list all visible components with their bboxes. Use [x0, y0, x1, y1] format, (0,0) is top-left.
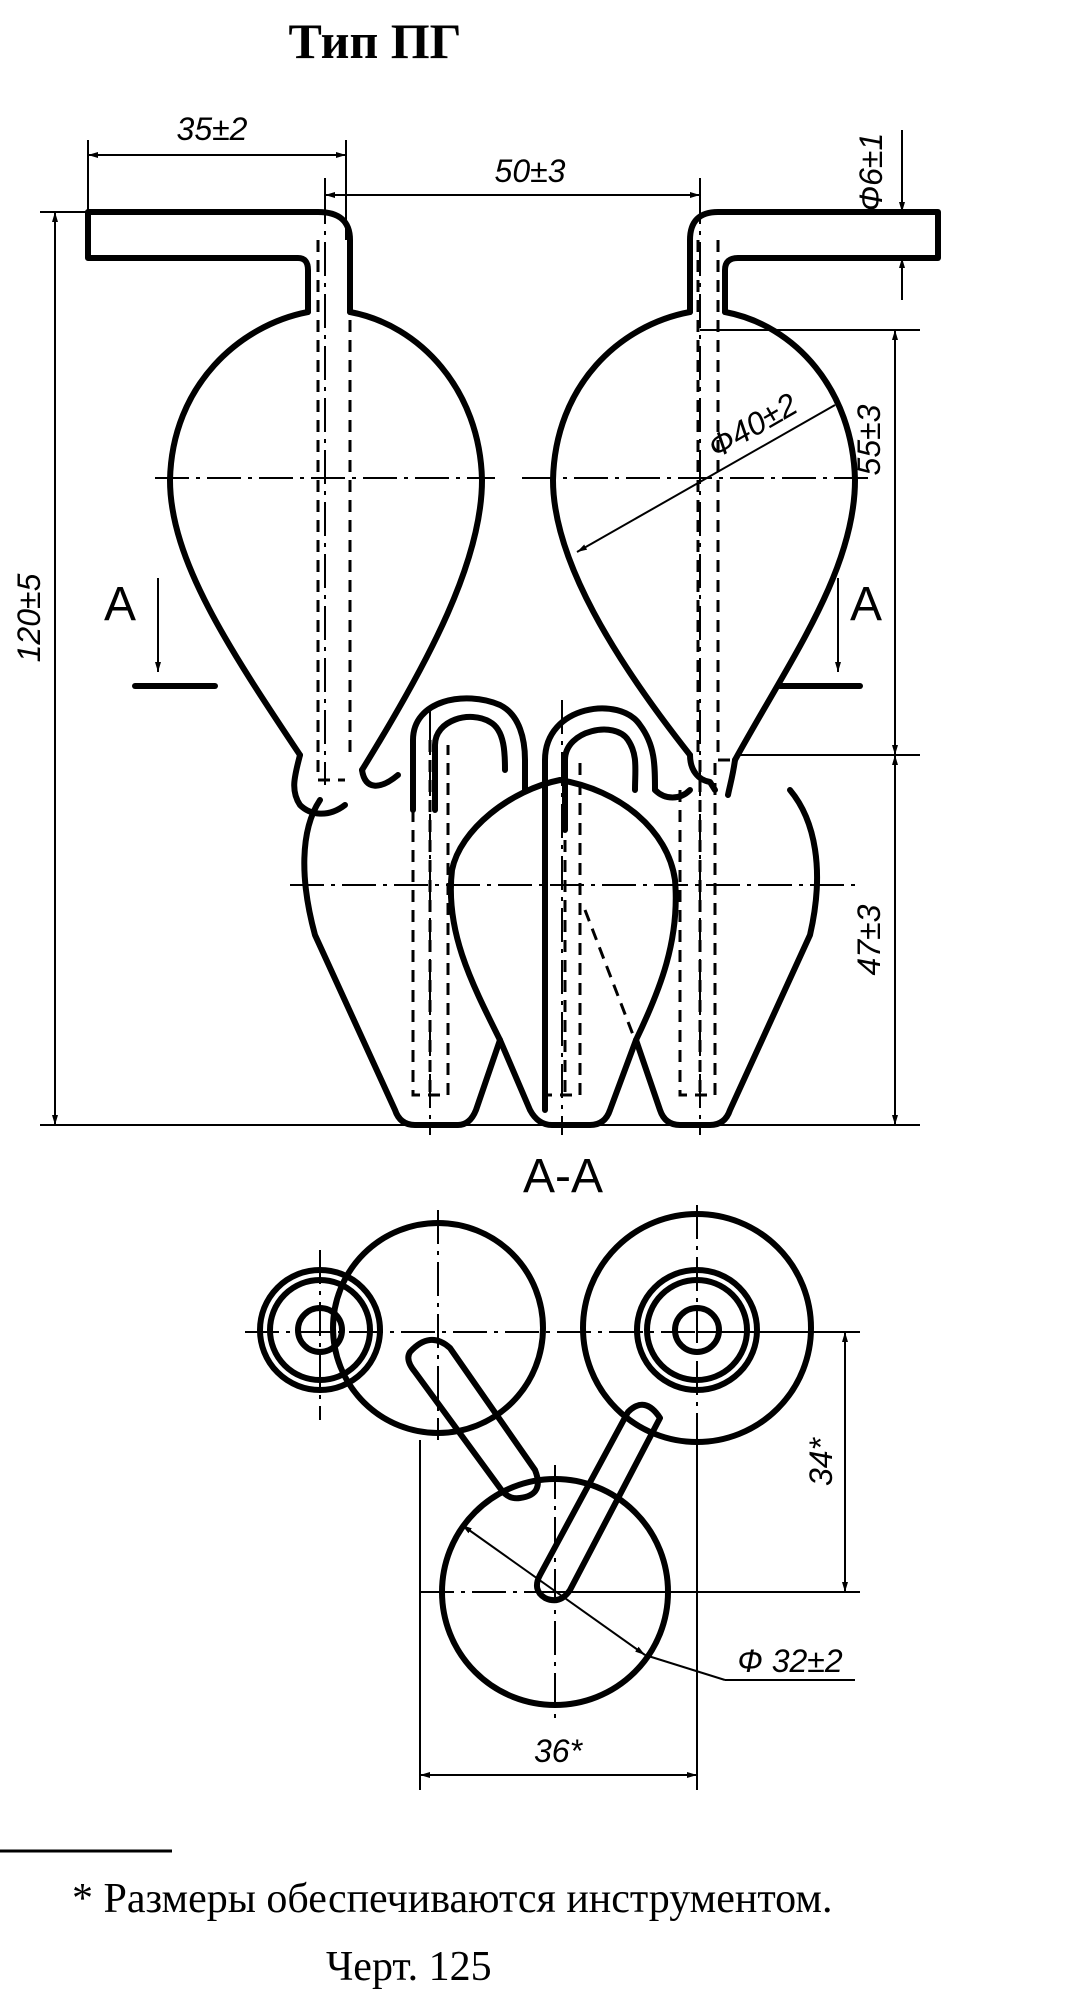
dim-text-section-offset: 34* — [803, 1436, 839, 1486]
dim-text-bulb-diameter: Ф40±2 — [702, 386, 804, 465]
section-mark-right: А — [850, 578, 882, 631]
left-u-tube — [410, 695, 528, 813]
dim-text-top-left: 35±2 — [177, 111, 248, 147]
drawing-title: Тип ПГ — [289, 13, 462, 69]
middle-u-tube — [542, 705, 658, 1113]
drawing-reference: Черт. 125 — [326, 1944, 492, 1990]
section-view: А-А 34* 36* — [245, 1150, 860, 1790]
right-neck — [687, 752, 738, 798]
right-lower-cone — [633, 787, 821, 1128]
left-neck-hidden — [316, 240, 352, 782]
left-lower-cone — [301, 797, 503, 1128]
right-inner-tube-hidden — [678, 760, 717, 1097]
dim-text-top-middle: 50±3 — [495, 153, 566, 189]
front-view: 35±2 50±3 Ф6±1 Ф40±2 55±3 120±5 47±3 А А — [11, 111, 941, 1135]
dim-text-lower-height: 47±3 — [851, 904, 887, 975]
section-mark-left: А — [104, 578, 136, 631]
right-neck-hidden — [696, 240, 730, 762]
left-neck — [291, 752, 401, 817]
dim-line-lower-diameter — [461, 1524, 646, 1656]
dim-text-upper-height: 55±3 — [851, 404, 887, 475]
dim-text-tube-diameter: Ф6±1 — [853, 133, 889, 212]
left-upper-bulb — [167, 309, 485, 773]
dim-text-section-width: 36* — [534, 1733, 584, 1769]
left-capsule — [405, 1337, 541, 1502]
dim-text-lower-diameter: Ф 32±2 — [737, 1643, 842, 1679]
dim-text-total-height: 120±5 — [11, 573, 47, 662]
left-inlet-tube — [85, 209, 353, 315]
right-outlet-tube — [687, 209, 941, 315]
right-upper-bulb — [550, 309, 858, 763]
leader-line — [644, 1654, 726, 1681]
footnote-text: * Размеры обеспечиваются инструментом. — [72, 1876, 832, 1922]
diagonal-hidden — [583, 909, 637, 1041]
dim-line-bulb-diameter — [576, 404, 836, 553]
right-u-tube-connector — [652, 787, 693, 801]
section-view-label: А-А — [523, 1150, 603, 1203]
